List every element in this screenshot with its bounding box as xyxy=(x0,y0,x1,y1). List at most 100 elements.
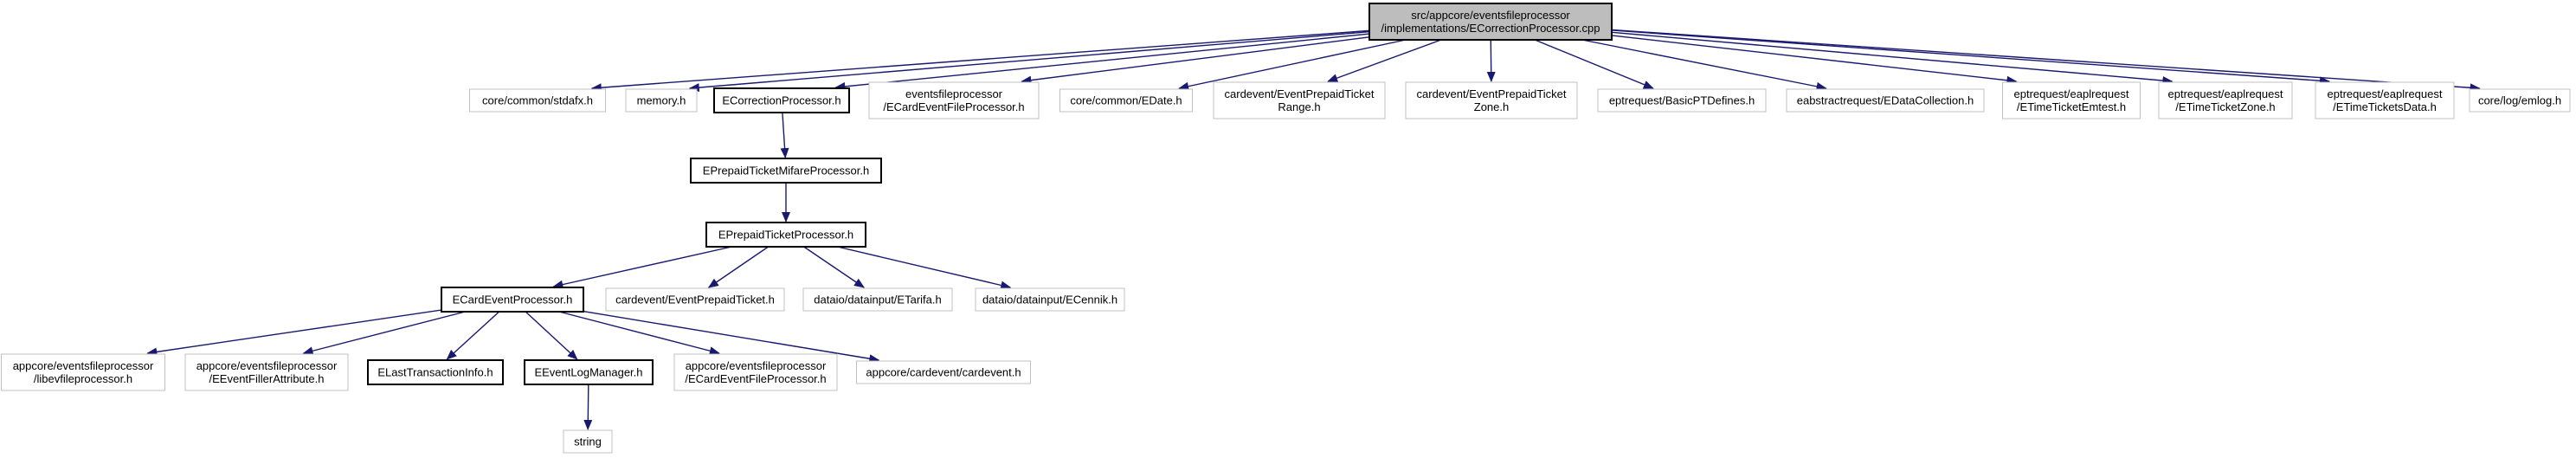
graph-node-etimeticketsdata-h[interactable]: eptrequest/eaplrequest/ETimeTicketsData.… xyxy=(2315,81,2455,119)
graph-node-elasttransactioninfo-h[interactable]: ELastTransactionInfo.h xyxy=(367,359,504,385)
graph-node-eeventlogmanager-h[interactable]: EEventLogManager.h xyxy=(524,359,654,385)
graph-node-edatacollection-h[interactable]: eabstractrequest/EDataCollection.h xyxy=(1786,88,1985,113)
node-box-eeventlogmanager-h xyxy=(524,359,654,385)
graph-node-stdafx[interactable]: core/common/stdafx.h xyxy=(468,88,607,113)
node-box-eventprepaidticketzone-h xyxy=(1405,81,1578,119)
graph-node-etarifa-h[interactable]: dataio/datainput/ETarifa.h xyxy=(802,287,953,312)
node-label: EEventLogManager.h xyxy=(534,366,642,379)
node-box-basicptdefines-h xyxy=(1597,88,1767,113)
graph-node-basicptdefines-h[interactable]: eptrequest/BasicPTDefines.h xyxy=(1597,88,1767,113)
node-label: Range.h xyxy=(1278,100,1320,113)
node-label: /ETimeTicketZone.h xyxy=(2175,100,2275,113)
node-label: EPrepaidTicketMifareProcessor.h xyxy=(703,164,869,177)
node-label: dataio/datainput/ETarifa.h xyxy=(814,294,941,306)
graph-node-etimeticketzone-h[interactable]: eptrequest/eaplrequest/ETimeTicketZone.h xyxy=(2158,81,2293,119)
include-edge-ecardeventprocessor-h--cardevent-h xyxy=(583,310,880,364)
include-edge-root--etimeticketemtest-h xyxy=(1611,35,2018,85)
node-box-eventprepaidticket-h xyxy=(605,287,785,312)
include-edge-ecorrectionprocessor-h--eprepaidticketmifareprocessor-h xyxy=(780,112,789,158)
node-box-root xyxy=(1368,3,1613,41)
node-label: /ETimeTicketEmtest.h xyxy=(2017,100,2126,113)
graph-node-evfp-ecardeventfileprocessor-h[interactable]: eventsfileprocessor/ECardEventFileProces… xyxy=(868,81,1040,119)
node-label: EPrepaidTicketProcessor.h xyxy=(718,229,853,242)
node-box-etimeticketzone-h xyxy=(2158,81,2293,119)
node-box-etimeticketsdata-h xyxy=(2315,81,2455,119)
graph-node-app-ecardeventfileprocessor-h[interactable]: appcore/eventsfileprocessor/ECardEventFi… xyxy=(673,353,838,391)
node-label: eventsfileprocessor xyxy=(905,87,1003,100)
graph-node-root: src/appcore/eventsfileprocessor/implemen… xyxy=(1368,3,1613,41)
node-label: ECardEventProcessor.h xyxy=(453,294,573,306)
node-box-elasttransactioninfo-h xyxy=(367,359,504,385)
include-edge-root--ecorrectionprocessor-h xyxy=(834,33,1370,91)
node-label: /implementations/ECorrectionProcessor.cp… xyxy=(1381,22,1600,35)
node-label: /EEventFillerAttribute.h xyxy=(209,372,325,385)
graph-node-ecennik-h[interactable]: dataio/datainput/ECennik.h xyxy=(975,287,1125,312)
node-label: cardevent/EventPrepaidTicket.h xyxy=(615,294,775,306)
graph-node-edate-h[interactable]: core/common/EDate.h xyxy=(1059,88,1194,113)
include-edge-root--eventprepaidticketrange-h xyxy=(1327,39,1442,82)
include-edge-ecardeventprocessor-h--eeventfillerattribute-h xyxy=(302,311,466,356)
node-box-ecorrectionprocessor-h xyxy=(713,87,850,113)
graph-node-libevfileprocessor-h[interactable]: appcore/eventsfileprocessor/libevfilepro… xyxy=(0,353,166,391)
graph-node-eeventfillerattribute-h[interactable]: appcore/eventsfileprocessor/EEventFiller… xyxy=(184,353,349,391)
node-box-etarifa-h xyxy=(802,287,953,312)
graph-node-ecardeventprocessor-h[interactable]: ECardEventProcessor.h xyxy=(441,287,584,313)
node-box-eprepaidticketprocessor-h xyxy=(705,222,866,248)
graph-node-cardevent-h[interactable]: appcore/cardevent/cardevent.h xyxy=(855,360,1032,384)
node-box-eventprepaidticketrange-h xyxy=(1213,81,1386,119)
node-label: eptrequest/eaplrequest xyxy=(2014,87,2129,100)
node-label: /ECardEventFileProcessor.h xyxy=(883,100,1024,113)
node-box-stdafx xyxy=(468,88,607,113)
node-box-eprepaidticketmifareprocessor-h xyxy=(690,158,882,184)
node-box-cardevent-h xyxy=(855,360,1032,384)
include-edge-eprepaidticketprocessor-h--ecardeventprocessor-h xyxy=(552,246,732,289)
node-box-string xyxy=(563,429,613,454)
include-edge-root--etimeticketzone-h xyxy=(1611,31,2174,86)
graph-node-etimeticketemtest-h[interactable]: eptrequest/eaplrequest/ETimeTicketEmtest… xyxy=(2001,81,2141,119)
include-edge-ecardeventprocessor-h--app-ecardeventfileprocessor-h xyxy=(558,311,720,356)
graph-node-eprepaidticketmifareprocessor-h[interactable]: EPrepaidTicketMifareProcessor.h xyxy=(690,158,882,184)
node-box-edatacollection-h xyxy=(1786,88,1985,113)
node-box-memory xyxy=(625,88,698,113)
node-label: appcore/eventsfileprocessor xyxy=(686,359,827,372)
include-edge-ecardeventprocessor-h--elasttransactioninfo-h xyxy=(446,311,500,360)
node-box-eeventfillerattribute-h xyxy=(184,353,349,391)
node-label: /ETimeTicketsData.h xyxy=(2333,100,2437,113)
node-label: src/appcore/eventsfileprocessor xyxy=(1411,9,1570,22)
graph-node-string[interactable]: string xyxy=(563,429,613,454)
nodes-layer: src/appcore/eventsfileprocessor/implemen… xyxy=(0,3,2571,454)
graph-node-eprepaidticketprocessor-h[interactable]: EPrepaidTicketProcessor.h xyxy=(705,222,866,248)
include-edge-eprepaidticketprocessor-h--eventprepaidticket-h xyxy=(707,246,769,288)
include-edge-root--basicptdefines-h xyxy=(1534,39,1654,89)
include-edge-root--edatacollection-h xyxy=(1581,39,1827,91)
node-label: memory.h xyxy=(637,94,686,107)
node-box-evfp-ecardeventfileprocessor-h xyxy=(868,81,1040,119)
include-edge-eprepaidticketprocessor-h--etarifa-h xyxy=(803,246,865,288)
include-edge-ecardeventprocessor-h--eeventlogmanager-h xyxy=(525,311,578,360)
include-edge-root--etimeticketsdata-h xyxy=(1611,29,2330,86)
node-box-app-ecardeventfileprocessor-h xyxy=(673,353,838,391)
include-edge-eeventlogmanager-h--string xyxy=(583,384,593,430)
include-edge-root--stdafx xyxy=(590,29,1370,93)
node-label: core/log/emlog.h xyxy=(2478,94,2561,107)
node-label: /libevfileprocessor.h xyxy=(34,372,132,385)
graph-node-ecorrectionprocessor-h[interactable]: ECorrectionProcessor.h xyxy=(713,87,850,113)
node-box-edate-h xyxy=(1059,88,1194,113)
graph-node-emlog-h[interactable]: core/log/emlog.h xyxy=(2469,88,2571,113)
graph-node-eventprepaidticket-h[interactable]: cardevent/EventPrepaidTicket.h xyxy=(605,287,785,312)
include-edge-eprepaidticketprocessor-h--ecennik-h xyxy=(837,246,1012,290)
node-box-ecennik-h xyxy=(975,287,1125,312)
node-label: string xyxy=(574,435,602,448)
node-label: appcore/eventsfileprocessor xyxy=(196,359,338,372)
node-label: appcore/eventsfileprocessor xyxy=(13,359,154,372)
node-label: cardevent/EventPrepaidTicket xyxy=(1417,87,1567,100)
graph-node-memory[interactable]: memory.h xyxy=(625,88,698,113)
node-box-libevfileprocessor-h xyxy=(0,353,166,391)
node-label: eptrequest/eaplrequest xyxy=(2168,87,2283,100)
edges-layer xyxy=(146,29,2481,430)
include-edge-root--memory xyxy=(688,30,1370,93)
node-label: Zone.h xyxy=(1474,100,1509,113)
